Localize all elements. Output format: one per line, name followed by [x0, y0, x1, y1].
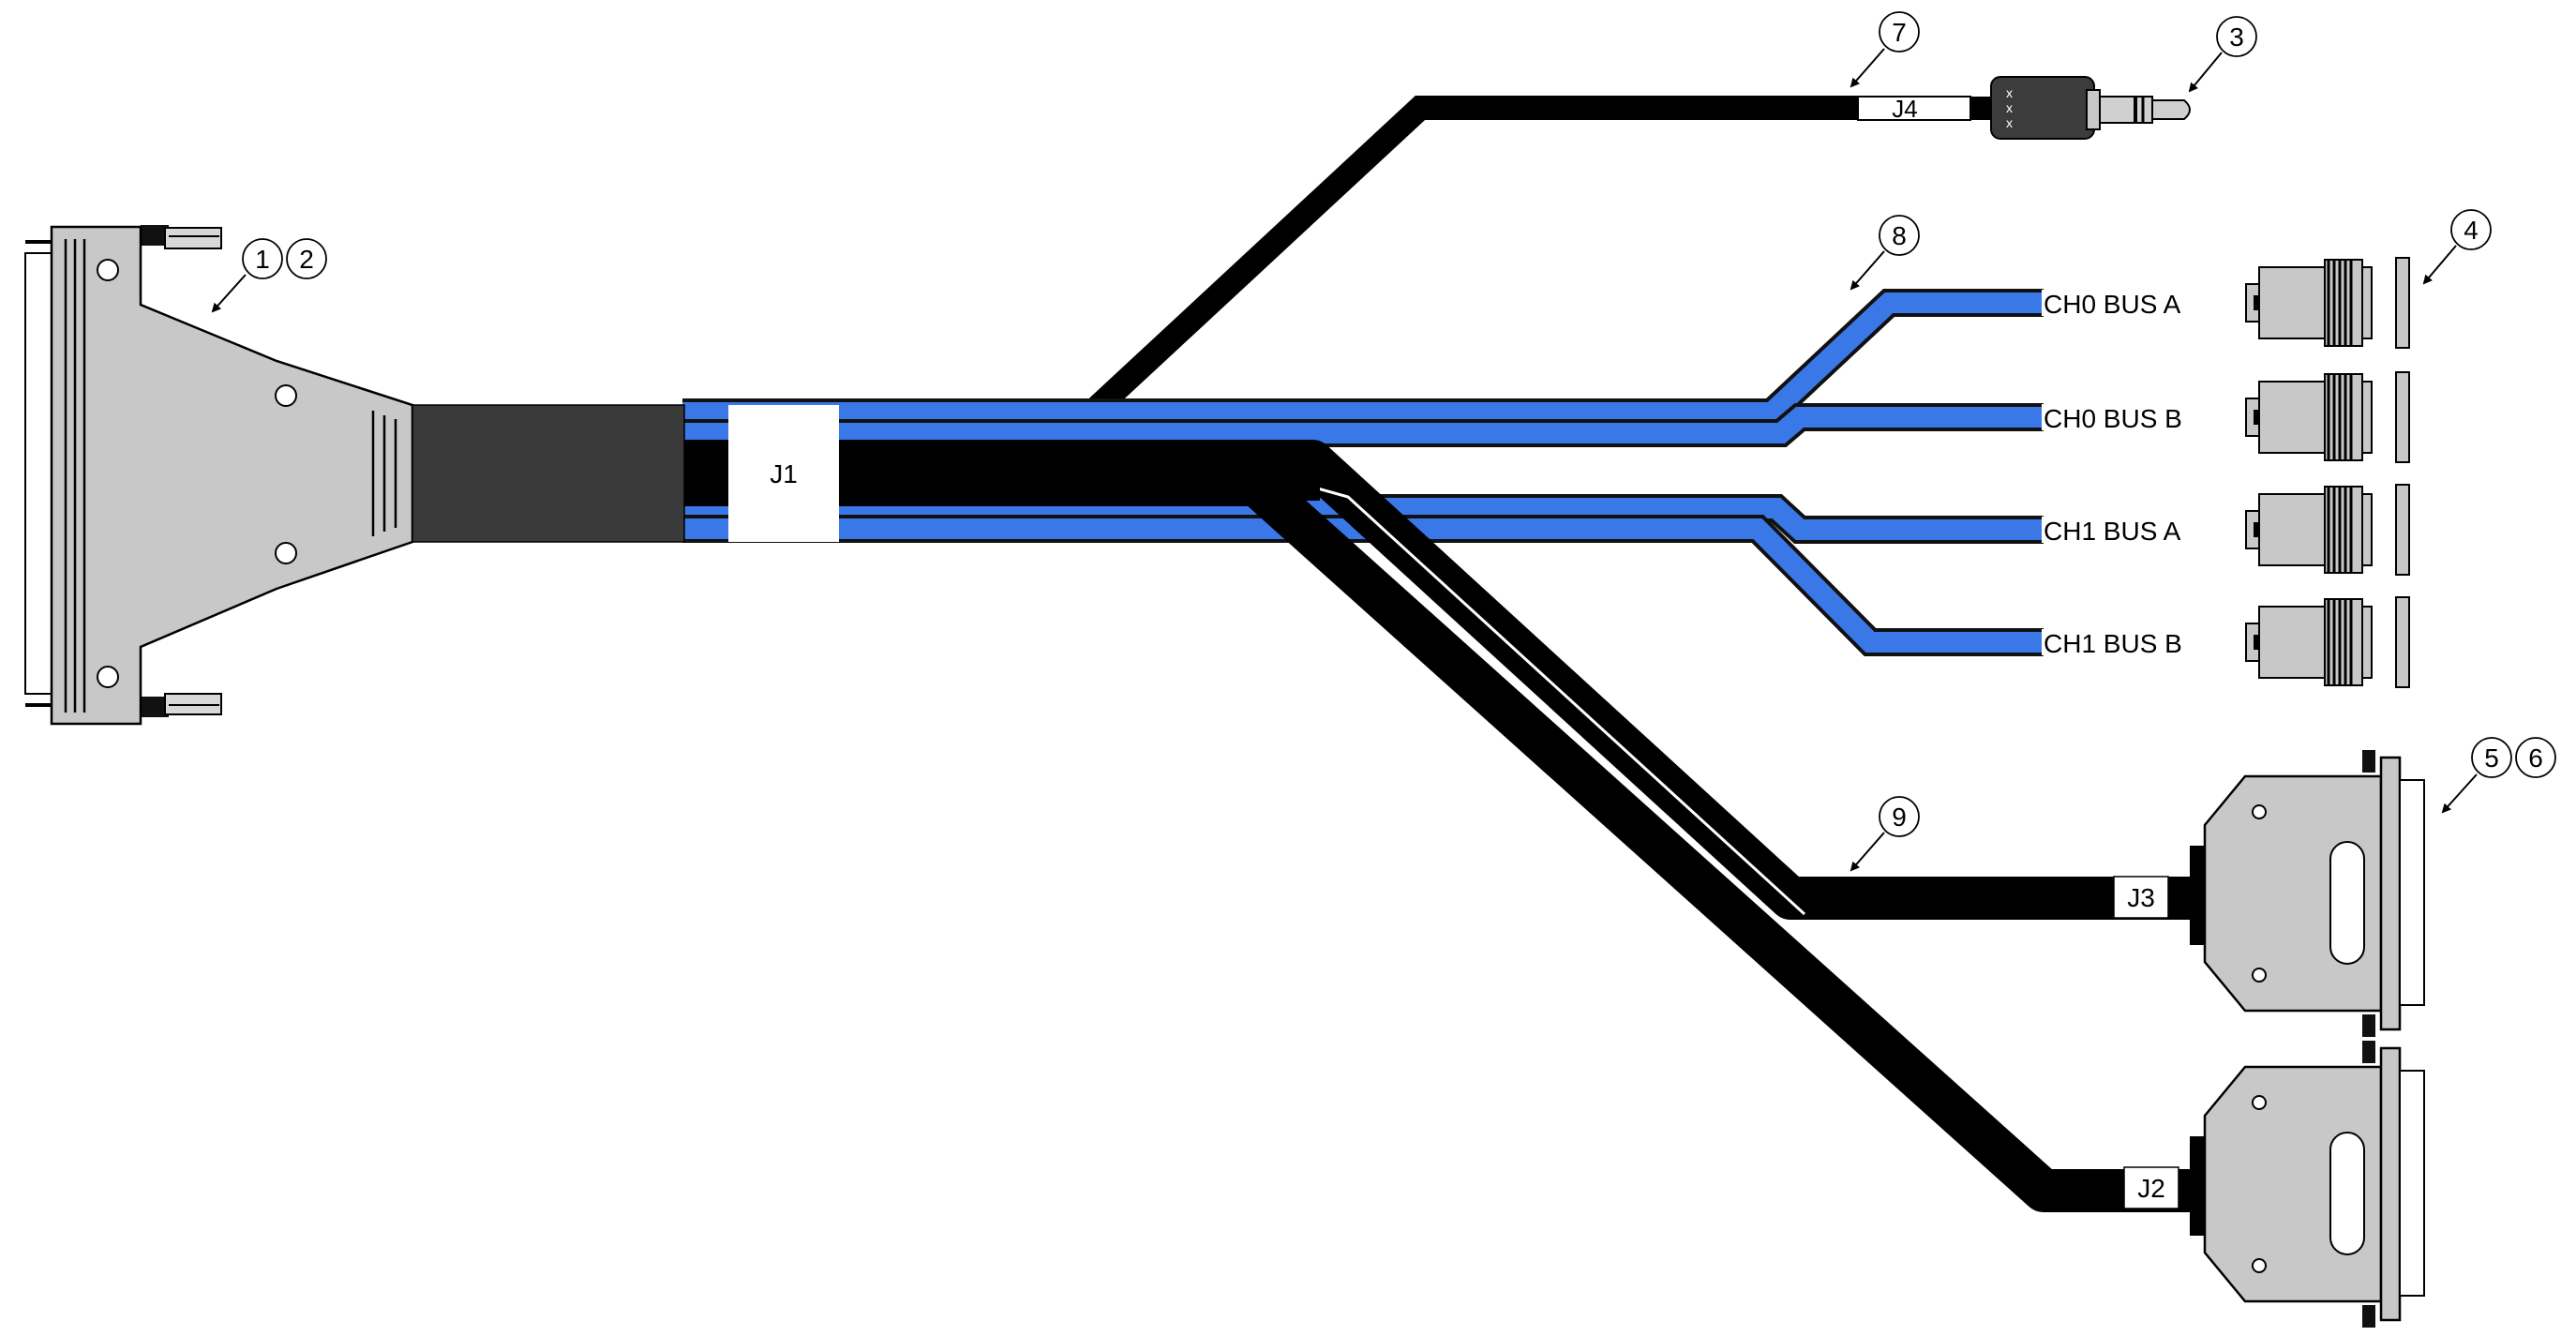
callouts: 1 2 3 4 5 6 7 8 9: [211, 11, 2556, 872]
cables: [682, 96, 2231, 1212]
callout-circle-9: [1879, 796, 1920, 837]
bnc-connectors: CH0 BUS A CH0 BUS B: [2042, 257, 2410, 688]
callout-3: 3: [2229, 23, 2244, 52]
label-ch0-bus-a: CH0 BUS A: [2044, 290, 2181, 319]
j3-connector: J3: [2113, 750, 2425, 1037]
bnc-ch1-bus-a: [2042, 484, 2410, 576]
callout-circle-6: [2515, 737, 2556, 778]
cable-j4: [1088, 96, 1875, 417]
callout-arrow-4: [2422, 245, 2457, 285]
callout-4: 4: [2464, 216, 2479, 245]
j1-shell: [50, 225, 414, 726]
callout-6: 6: [2528, 743, 2543, 773]
svg-text:x: x: [2006, 100, 2013, 115]
j1-label: J1: [770, 459, 798, 488]
callout-8: 8: [1892, 221, 1907, 250]
callout-arrow-7: [1850, 48, 1885, 88]
j1-label-box: [728, 405, 839, 542]
cable-ch0-bus-b: [682, 407, 2044, 443]
callout-arrow-8: [1850, 250, 1885, 291]
callout-arrow-9: [1850, 832, 1885, 872]
callout-circle-7: [1879, 11, 1920, 53]
j2-label: J2: [2137, 1174, 2165, 1203]
callout-circle-4: [2450, 209, 2492, 250]
j1-jacket: [412, 404, 685, 543]
callout-7: 7: [1892, 18, 1907, 47]
bnc-ch1-bus-b: [2042, 596, 2410, 688]
j3-label: J3: [2127, 883, 2155, 912]
j2-connector: J2: [2123, 1041, 2425, 1328]
svg-text:x: x: [2006, 115, 2013, 130]
j4-label: J4: [1892, 95, 1917, 123]
callout-1: 1: [255, 245, 270, 274]
callout-circle-5: [2471, 737, 2512, 778]
callout-circle-1: [242, 238, 283, 279]
callout-9: 9: [1892, 803, 1907, 832]
label-ch1-bus-b: CH1 BUS B: [2044, 629, 2182, 658]
callout-circle-2: [286, 238, 327, 279]
callout-arrow-3: [2188, 52, 2223, 93]
callout-arrow-5: [2441, 773, 2478, 814]
label-ch0-bus-b: CH0 BUS B: [2044, 404, 2182, 433]
bnc-ch0-bus-b: [2042, 371, 2410, 463]
cable-ch0-bus-a: [682, 293, 2044, 423]
label-ch1-bus-a: CH1 BUS A: [2044, 517, 2181, 546]
cable-ch1-bus-a: [682, 498, 2044, 540]
callout-arrow-1: [211, 274, 247, 313]
callout-5: 5: [2484, 743, 2499, 773]
callout-circle-3: [2216, 16, 2257, 57]
bnc-ch0-bus-a: [2042, 257, 2410, 349]
callout-2: 2: [299, 245, 314, 274]
cable-ch1-bus-b: [682, 518, 2044, 653]
j1-connector: [24, 225, 414, 726]
svg-text:x: x: [2006, 85, 2013, 100]
cable-separator: [1307, 484, 1806, 916]
j4-audio-plug: J4 x x x: [1857, 76, 2191, 140]
callout-circle-8: [1879, 215, 1920, 256]
